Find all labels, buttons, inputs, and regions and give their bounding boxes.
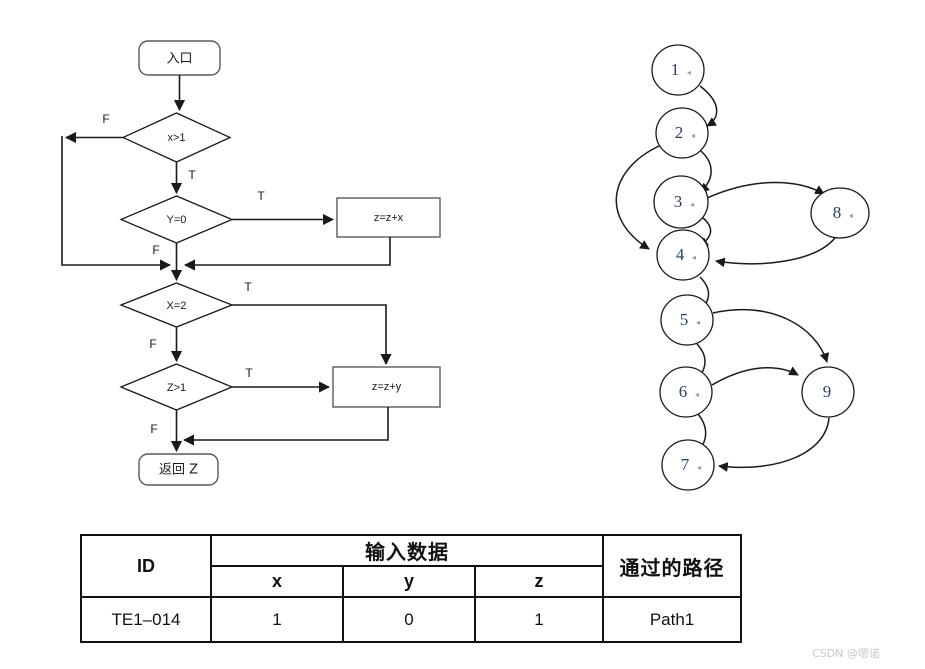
graph-node-2-label: 2 [675,123,684,142]
table-header-path: 通过的路径 [602,534,743,598]
graph-edge-6-9 [711,366,799,386]
graph-edge-8-4 [715,237,836,268]
graph-node-4-label: 4 [676,245,685,264]
graph-node-2[interactable]: 2 ◂ [655,107,709,159]
graph-edge-5-9 [712,308,830,363]
flowchart-node-z-plus-x-label: z=z+x [374,212,404,224]
flowchart-node-x-gt-1-label: x>1 [167,132,185,144]
graph-node-7-mark: ◂ [697,463,701,472]
graph-node-4-mark: ◂ [692,253,696,262]
graph-node-3-label: 3 [674,192,683,211]
table-header-x: x [210,565,344,598]
flowchart-node-z-plus-x: z=z+x [336,197,441,238]
branch-label-x-gt-1-true: T [188,168,196,182]
table-header-input-group: 输入数据 [209,534,605,567]
branch-label-x-eq-2-true: T [244,280,252,294]
graph-node-9-label: 9 [823,382,832,401]
branch-label-z-gt-1-false: F [150,422,157,436]
graph-nodes: 1 ◂ 2 ◂ 3 ◂ 4 ◂ 5 ◂ [651,44,870,491]
edge-z-plus-y-return [182,407,389,446]
graph-node-5-mark: ◂ [696,318,700,327]
edge-x-eq-2-true-to-z-plus-y [232,304,392,366]
graph-edge-2-4 [615,145,660,250]
graph-node-6[interactable]: 6 ◂ [659,366,713,418]
flowchart-node-y-eq-0: Y=0 [119,195,234,244]
table-cell-x: 1 [210,596,344,643]
flowchart-node-z-gt-1: Z>1 [119,363,234,411]
flowchart-node-x-eq-2: X=2 [119,282,234,328]
graph-node-3[interactable]: 3 ◂ [653,175,709,229]
graph-node-9[interactable]: 9 [801,366,855,418]
flowchart-node-y-eq-0-label: Y=0 [167,214,187,226]
branch-label-y-eq-0-false: F [152,243,159,257]
graph-node-5-label: 5 [680,310,689,329]
graph-edge-3-8 [706,181,825,199]
graph-edge-9-7 [718,417,830,472]
graph-node-8-mark: ◂ [849,211,853,220]
graph-edges [615,85,836,472]
table-header-row-2: x y z [81,565,741,598]
table-cell-id: TE1–014 [80,596,212,643]
branch-label-x-gt-1-false: F [102,112,109,126]
flowchart-node-start-label: 入口 [166,52,192,67]
graph-node-7[interactable]: 7 ◂ [661,439,715,491]
table-header-z: z [473,565,605,598]
flowchart-node-end: 返回 Z [138,453,219,486]
graph-node-8-label: 8 [833,203,842,222]
edge-x-gt-1-false-loop [61,136,172,271]
graph-node-6-label: 6 [679,382,688,401]
graph-node-1[interactable]: 1 ◂ [651,44,705,96]
flowchart-node-z-gt-1-label: Z>1 [167,382,186,394]
csdn-watermark: CSDN @嗯诺 [812,647,880,660]
table-row: TE1–014 1 0 1 Path1 [80,596,743,643]
graph-edge-1-2 [699,85,718,127]
graph-node-4[interactable]: 4 ◂ [656,229,710,281]
branch-label-y-eq-0-true: T [257,189,265,203]
table-header-y: y [342,565,476,598]
table-header-id: ID [80,534,212,598]
flowchart-node-start: 入口 [138,40,221,76]
graph-node-6-mark: ◂ [695,390,699,399]
flowchart-node-z-plus-y-label: z=z+y [372,381,402,393]
branch-label-z-gt-1-true: T [245,366,253,380]
test-case-table: ID 输入数据 通过的路径 x y z TE1–014 1 0 1 Path1 [80,534,743,643]
graph-node-2-mark: ◂ [691,131,695,140]
graph-node-1-mark: ◂ [687,68,691,77]
graph-node-3-mark: ◂ [690,200,694,209]
flowchart-node-x-gt-1: x>1 [121,112,232,163]
table-cell-path: Path1 [602,596,743,643]
flowchart-node-x-eq-2-label: X=2 [167,300,187,312]
edge-z-plus-x-return [183,237,391,271]
graph-node-1-label: 1 [671,60,680,79]
graph-node-8[interactable]: 8 ◂ [810,187,870,239]
branch-label-x-eq-2-false: F [149,337,156,351]
graph-node-5[interactable]: 5 ◂ [660,294,714,346]
table-cell-z: 1 [473,596,605,643]
flowchart-node-z-plus-y: z=z+y [332,366,441,408]
table-cell-y: 0 [342,596,476,643]
graph-node-7-label: 7 [681,455,690,474]
flowchart-node-end-label: 返回 Z [159,463,198,478]
table-header-row-1: ID 输入数据 通过的路径 [80,534,743,598]
